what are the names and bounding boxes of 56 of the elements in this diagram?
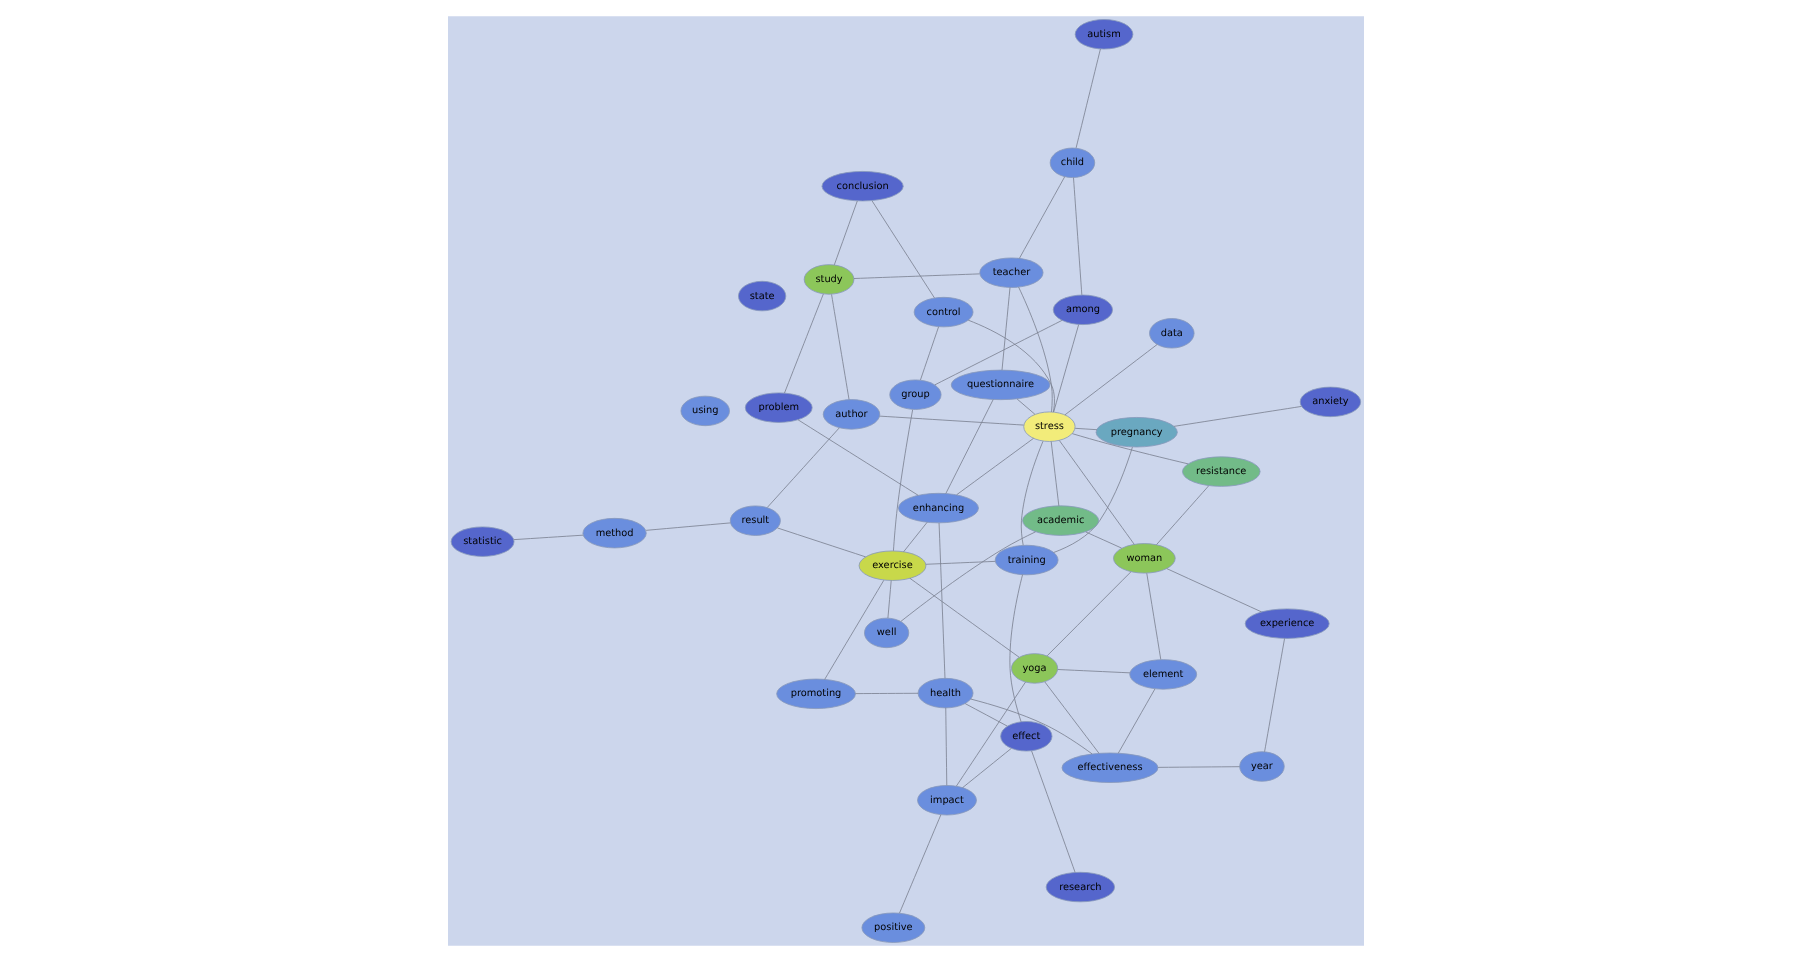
connector [955,681,1026,787]
connector [1085,531,1123,549]
connector [1031,750,1076,873]
connector [893,409,914,552]
connector [1071,433,1189,465]
connector [1019,176,1066,259]
connector [1057,669,1131,674]
connector [1009,574,1023,723]
connector [962,748,1012,788]
connector [1146,572,1162,660]
connector [920,326,939,381]
connector [1166,568,1262,613]
connector [797,419,919,496]
connector [1064,344,1158,416]
connector [1157,766,1240,768]
connector [1050,441,1060,507]
connector [831,294,850,400]
connector [900,531,1037,622]
connector [934,320,1063,386]
connector [1173,406,1302,427]
connector [909,577,1020,658]
connector [1018,286,1053,413]
connector [513,534,584,541]
connector [887,580,892,619]
connector [967,319,1055,413]
connector [879,415,1024,426]
connector [855,692,919,694]
connector [945,707,948,786]
connector [1264,638,1285,753]
connector [1001,287,1011,371]
connector [766,427,840,508]
connector [1074,427,1098,431]
connector [903,521,928,553]
connector [964,703,1008,727]
connector [1044,681,1100,754]
connector [956,437,1034,496]
connector [938,522,946,679]
connector [899,814,942,914]
connector [784,293,824,394]
connector [1020,440,1044,546]
connector [1016,398,1036,415]
connector [1046,571,1132,657]
connector [1156,485,1209,545]
connector [833,200,858,266]
connector [1075,48,1101,149]
connector [645,522,731,531]
connector [970,698,1093,755]
connector [776,527,866,558]
connector [1053,324,1080,413]
connector [925,560,996,565]
connector [1073,177,1083,296]
connector [945,399,994,494]
connector [871,200,935,299]
connector [853,273,981,279]
connector [1117,688,1156,754]
connector [824,579,885,680]
